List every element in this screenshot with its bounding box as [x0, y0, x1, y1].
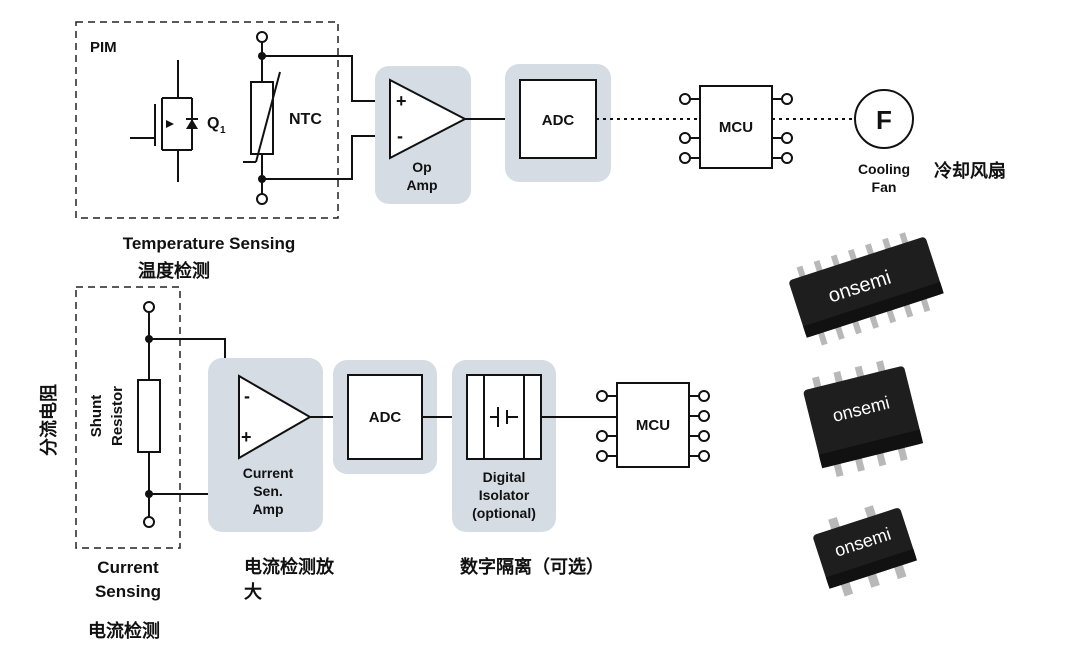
current-sense-amp-cn-label-line1: 电流检测放 [244, 556, 335, 578]
mcu-top-label: MCU [719, 119, 753, 136]
digital-isolator-icon [466, 374, 542, 460]
shunt-label-line1: Shunt [88, 395, 105, 438]
current-sense-amp-triangle-icon [238, 374, 312, 460]
temperature-sensing-section: PIM Q 1 [75, 21, 1006, 282]
current-sense-amp-label-line1: Current [243, 465, 294, 481]
q1-label: Q [207, 115, 219, 132]
mcu-bottom-chip-icon [596, 382, 710, 468]
op-amp-plus-icon: + [396, 91, 407, 111]
digital-isolator-label-line1: Digital [483, 469, 526, 485]
op-amp-label-line1: Op [412, 159, 431, 175]
adc-label: ADC [542, 112, 575, 129]
adc-bottom-box [347, 374, 423, 460]
digital-isolator-cn-label: 数字隔离（可选） [460, 556, 604, 578]
cooling-fan-label-line1: Cooling [858, 161, 910, 177]
current-sensing-cn-label: 电流检测 [88, 620, 160, 642]
amp-plus-icon: + [241, 427, 252, 447]
current-sense-amp-label-line2: Sen. [253, 483, 283, 499]
current-sensing-section: 分流电阻 Shunt Resistor - + Current Sen. Amp… [38, 286, 710, 642]
q1-subscript: 1 [220, 125, 226, 136]
op-amp-label-line2: Amp [406, 177, 437, 193]
op-amp-minus-icon: - [397, 126, 403, 146]
current-sensing-dashed-boundary [75, 286, 181, 549]
adc-bottom-label: ADC [369, 409, 402, 426]
adc-box [519, 79, 597, 159]
cooling-fan-icon [854, 89, 914, 149]
current-sensing-label-line1: Current [97, 558, 159, 577]
onsemi-chip-soic-icon: onsemi [789, 232, 944, 346]
op-amp-triangle-icon [389, 78, 468, 160]
onsemi-chip-sot-icon: onsemi [813, 505, 918, 597]
shunt-resistor-cn-label: 分流电阻 [38, 384, 60, 456]
current-sense-amp-block-bg [208, 358, 323, 532]
fan-symbol: F [876, 105, 892, 135]
pim-label: PIM [90, 39, 117, 56]
mcu-top-chip-icon [679, 85, 793, 169]
ntc-label: NTC [289, 111, 322, 128]
shunt-label-line2: Resistor [109, 386, 126, 446]
onsemi-chip-soic8-icon: onsemi [803, 360, 924, 478]
temperature-sensing-title: Temperature Sensing [123, 234, 296, 253]
transistor-q1-icon [130, 60, 198, 182]
ntc-thermistor-icon [243, 31, 281, 205]
shunt-resistor-icon [137, 301, 161, 528]
temperature-sensing-cn-title: 温度检测 [138, 260, 210, 282]
current-sense-amp-label-line3: Amp [252, 501, 283, 517]
amp-minus-icon: - [244, 386, 250, 406]
digital-isolator-label-line3: (optional) [472, 505, 536, 521]
current-sense-amp-cn-label-line2: 大 [244, 581, 262, 603]
mcu-bottom-label: MCU [636, 417, 670, 434]
pim-dashed-boundary [75, 21, 339, 219]
cooling-fan-label-line2: Fan [872, 179, 897, 195]
digital-isolator-label-line2: Isolator [479, 487, 530, 503]
current-sensing-label-line2: Sensing [95, 582, 161, 601]
cooling-fan-cn-label: 冷却风扇 [934, 160, 1006, 182]
